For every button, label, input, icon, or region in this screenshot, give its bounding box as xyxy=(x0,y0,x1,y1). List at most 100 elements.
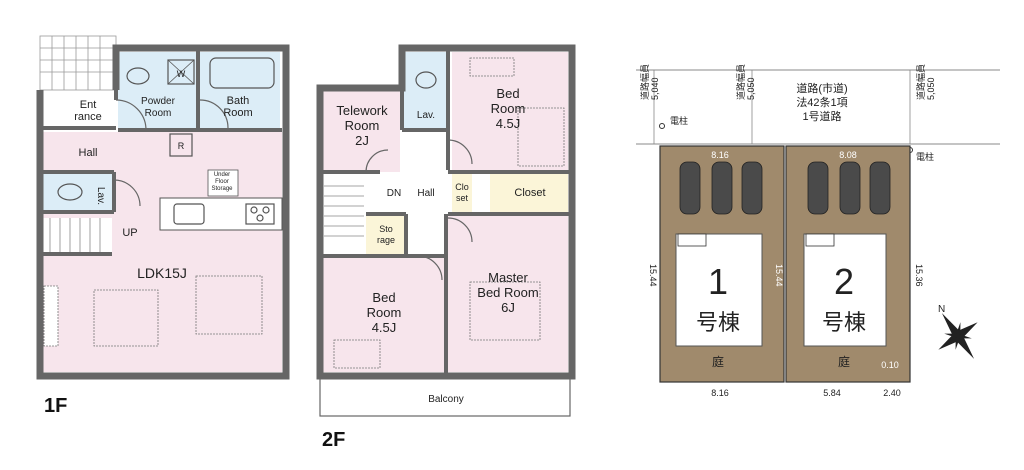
entrance-label-line2: rance xyxy=(74,111,102,123)
bed-bottom xyxy=(333,339,381,369)
entrance-label-line1: Ent xyxy=(80,99,97,111)
pole-left-icon xyxy=(659,123,665,129)
sink-icon xyxy=(173,203,205,225)
ldk-label: LDK15J xyxy=(137,265,187,281)
car-icon xyxy=(839,161,861,215)
toilet-2f-icon xyxy=(415,71,437,89)
car-icon xyxy=(741,161,763,215)
washing-machine-icon xyxy=(167,59,195,85)
powder-room-area xyxy=(118,52,198,130)
dim-top1: 8.16 xyxy=(711,150,729,160)
bath-room-area xyxy=(200,52,280,130)
car-icon xyxy=(711,161,733,215)
north-compass: N xyxy=(938,304,978,359)
entrance-area xyxy=(42,90,116,128)
door-telework xyxy=(365,149,389,173)
stove-icon xyxy=(245,203,275,225)
lav-2f-label: Lav. xyxy=(417,110,435,121)
r-box xyxy=(169,133,193,157)
door-bed-bottom xyxy=(417,255,443,281)
telework-area xyxy=(322,90,400,172)
sofa xyxy=(93,289,159,347)
stairs-2f xyxy=(324,185,364,237)
compass-needle-icon xyxy=(941,313,959,336)
hall-label-1f: Hall xyxy=(79,147,98,159)
dim-bottom1: 8.16 xyxy=(711,388,729,398)
bedroom-top-area xyxy=(452,52,568,170)
dim-right2: 15.36 xyxy=(914,264,924,287)
dim-corner: 0.10 xyxy=(881,360,899,370)
stairs-1f xyxy=(49,218,101,252)
bathtub-icon xyxy=(209,57,275,89)
dim-bottom3: 2.40 xyxy=(883,388,901,398)
stairs-up-label: UP xyxy=(122,227,137,239)
bed-top xyxy=(517,107,565,167)
door-master xyxy=(447,217,473,243)
toilet-area xyxy=(42,172,114,212)
building2 xyxy=(803,233,887,347)
car-icon xyxy=(869,161,891,215)
bed-master xyxy=(469,281,541,341)
road-width-mid: 道路幅員5,050 xyxy=(735,64,756,100)
floor2-inner-walls xyxy=(320,48,572,376)
washbasin-icon xyxy=(126,67,150,85)
floor1-title: 1F xyxy=(44,395,67,417)
lot1-label: 号棟 xyxy=(696,310,740,335)
pole-left-label: 電柱 xyxy=(670,115,688,126)
door-powder xyxy=(115,99,147,131)
tv-board xyxy=(43,285,59,347)
car-icon xyxy=(679,161,701,215)
dim-left1: 15.44 xyxy=(648,264,658,287)
small-closet-area xyxy=(452,174,472,214)
door-toilet xyxy=(113,179,141,207)
entrance-porch xyxy=(39,35,117,91)
building1 xyxy=(675,233,763,347)
lot2-number: 2 xyxy=(834,261,854,302)
master-bedroom-area xyxy=(448,216,568,372)
dim-mid: 15.44 xyxy=(774,264,784,287)
dim-bottom2: 5.84 xyxy=(823,388,841,398)
north-label: N xyxy=(938,304,945,315)
closet-area xyxy=(490,174,568,214)
road-width-right: 道路幅員5,050 xyxy=(915,64,936,100)
floor2-title: 2F xyxy=(322,429,345,451)
pole-right-label: 電柱 xyxy=(916,151,934,162)
r-mark: R xyxy=(178,141,185,151)
dim-top2: 8.08 xyxy=(839,150,857,160)
parking-lot2 xyxy=(807,161,891,215)
toilet-label: Lav. xyxy=(95,187,106,205)
balcony-area xyxy=(319,375,571,417)
lot2-garden: 庭 xyxy=(838,354,850,369)
balcony-label: Balcony xyxy=(428,394,464,405)
lot1-number: 1 xyxy=(708,261,728,302)
lot2-label: 号棟 xyxy=(822,310,866,335)
toilet-icon xyxy=(57,183,83,201)
porch2 xyxy=(805,233,835,247)
lav-2f-area xyxy=(404,52,448,128)
closet-label: Closet xyxy=(514,187,545,199)
lot1-garden: 庭 xyxy=(712,354,724,369)
parking-lot1 xyxy=(679,161,763,215)
dining-table xyxy=(195,275,263,335)
road-width-left: 道路幅員5,040 xyxy=(639,64,660,100)
underfloor-storage-box xyxy=(207,169,239,197)
storage-2f-area xyxy=(366,216,406,256)
dn-label: DN xyxy=(387,188,401,199)
car-icon xyxy=(807,161,829,215)
w-mark: W xyxy=(177,69,186,79)
site-plan: 道路幅員5,040 道路幅員5,050 道路幅員5,050 道路(市道)法42条… xyxy=(636,64,1000,398)
porch1 xyxy=(677,233,707,247)
floor1-inner-walls xyxy=(40,48,282,256)
door-bath xyxy=(199,99,229,129)
